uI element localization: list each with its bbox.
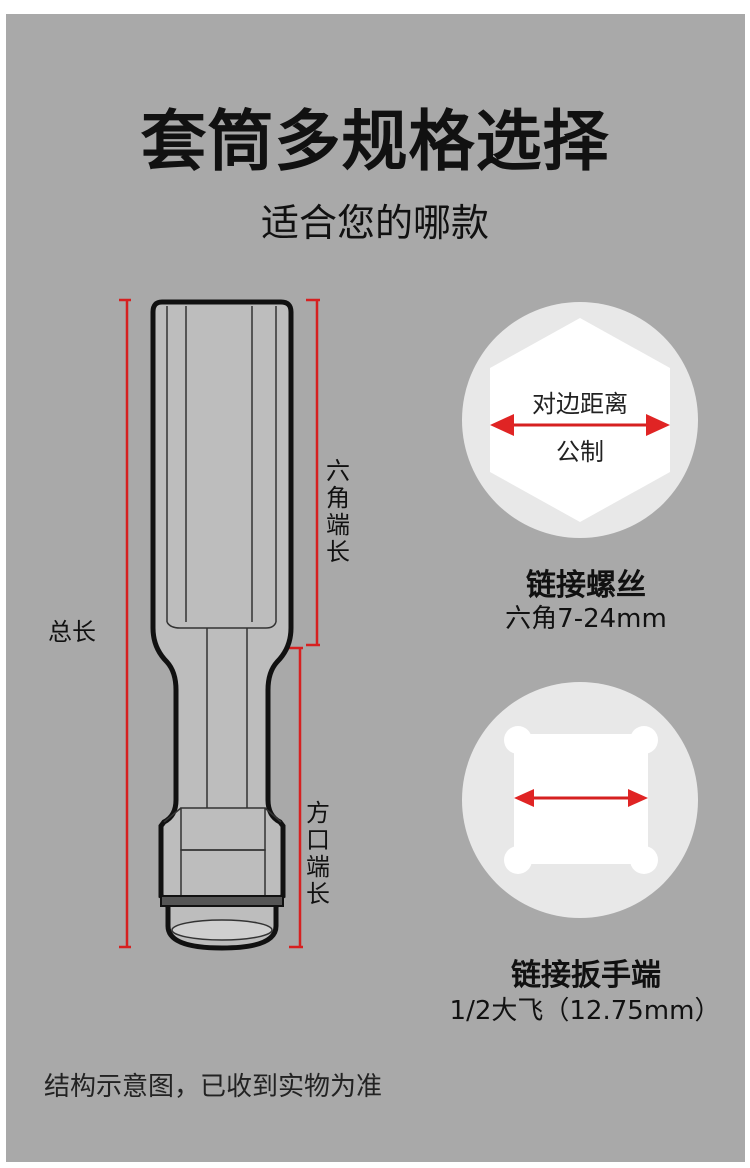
square-caption-title: 链接扳手端	[511, 958, 661, 993]
bottom-opening	[171, 919, 273, 941]
square-end-length-bracket	[289, 646, 303, 949]
total-length-label: 总长	[48, 618, 96, 646]
hex-caption-spec: 六角7-24mm	[505, 604, 667, 634]
across-flats-label: 对边距离	[532, 390, 628, 418]
hex-caption-title: 链接螺丝	[526, 568, 646, 603]
shank-lines	[206, 628, 248, 808]
total-length-bracket	[119, 298, 131, 949]
square-width-arrow	[514, 789, 648, 807]
square-end-length-label: 方口端长	[306, 799, 330, 908]
metric-label: 公制	[556, 438, 604, 466]
square-caption-spec: 1/2大飞（12.75mm）	[449, 996, 721, 1026]
page-title: 套筒多规格选择	[140, 103, 610, 180]
ring-groove	[160, 895, 284, 907]
hex-end-length-bracket	[306, 298, 320, 647]
hex-bore-lines	[166, 306, 277, 629]
page-subtitle: 适合您的哪款	[260, 201, 489, 245]
socket-body	[150, 299, 294, 951]
hex-width-arrow	[490, 414, 670, 436]
hexagon-icon	[490, 318, 670, 522]
background-panel	[6, 14, 745, 1162]
footer-note: 结构示意图，已收到实物为准	[44, 1072, 383, 1102]
hex-end-length-label: 六角端长	[326, 457, 350, 566]
